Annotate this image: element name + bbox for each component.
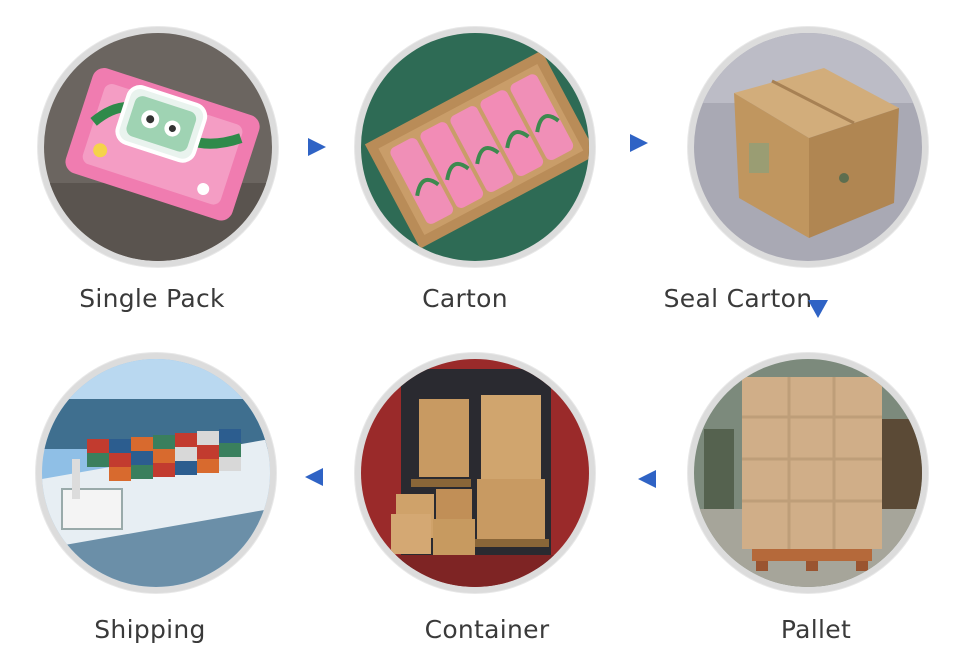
shipping-photo	[36, 353, 276, 593]
single-pack-label: Single Pack	[79, 284, 225, 313]
seal-carton-photo	[688, 27, 928, 267]
arrow-right-icon	[308, 138, 326, 156]
pallet-label: Pallet	[780, 615, 852, 644]
carton-label: Carton	[422, 284, 508, 313]
container-photo	[355, 353, 595, 593]
arrow-left-icon	[305, 468, 323, 486]
arrow-down-icon	[808, 300, 828, 318]
arrow-left-icon	[638, 470, 656, 488]
arrow-right-icon	[630, 134, 648, 152]
shipping-label: Shipping	[94, 615, 206, 644]
seal-carton-label: Seal Carton	[663, 284, 813, 313]
container-label: Container	[424, 615, 550, 644]
single-pack-photo	[38, 27, 278, 267]
carton-photo	[355, 27, 595, 267]
pallet-photo	[688, 353, 928, 593]
